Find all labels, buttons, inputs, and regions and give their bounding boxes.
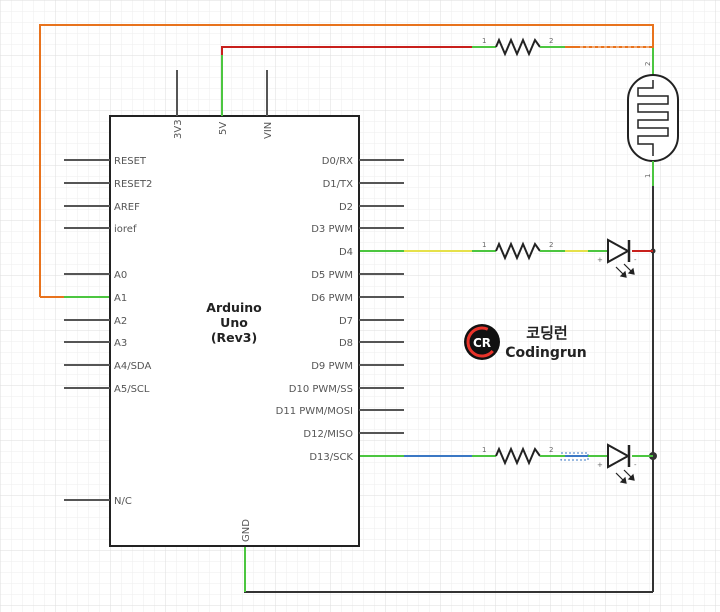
pin-label-d0: D0/RX [322,156,353,167]
led-1-cathode-label: - [634,256,637,264]
pin-label-d1: D1/TX [323,179,354,190]
resistor-r1[interactable]: 1 2 [472,37,565,57]
photoresistor[interactable]: 2 1 [627,48,679,186]
led-1-light-arrows [615,263,635,278]
pin-label-d6: D6 PWM [311,293,353,304]
pin-label-a4: A4/SDA [114,361,151,372]
pin-label-a1: A1 [114,293,127,304]
logo-name-ko: 코딩런 [526,324,567,342]
board-title-line2: Uno [220,315,248,330]
left-pins [64,159,110,501]
pin-label-reset: RESET [114,156,147,167]
pin-label-d8: D8 [339,338,353,349]
pin-label-d12: D12/MISO [303,429,353,440]
resistor-r3-pin2-label: 2 [549,446,553,454]
pin-label-3v3: 3V3 [173,119,184,139]
led-1-anode-label: + [597,256,603,264]
resistor-r1-pin1-label: 1 [482,37,486,45]
right-pins [359,159,404,434]
ldr-pin1-label: 1 [644,174,652,178]
led-2-light-arrows [615,469,635,484]
resistor-r1-pin2-label: 2 [549,37,553,45]
pin-label-vin: VIN [263,122,274,139]
led-2[interactable]: + - [588,443,653,484]
led-1[interactable]: + - [588,238,653,278]
pin-label-a0: A0 [114,270,127,281]
pin-label-d7: D7 [339,316,353,327]
pin-label-ioref: ioref [114,224,137,235]
resistor-r3[interactable]: 1 2 [472,446,565,466]
pin-label-d3: D3 PWM [311,224,353,235]
pin-label-d11: D11 PWM/MOSI [276,406,353,417]
pin-label-5v: 5V [218,122,229,135]
pin-label-gnd: GND [241,519,252,542]
pin-label-aref: AREF [114,202,140,213]
resistor-r2-pin1-label: 1 [482,241,486,249]
resistor-r2-pin2-label: 2 [549,241,553,249]
arduino-board[interactable] [109,115,360,547]
ldr-pin2-label: 2 [644,62,652,66]
led-2-anode-label: + [597,461,603,469]
led-2-cathode-label: - [634,461,637,469]
pin-label-d2: D2 [339,202,353,213]
board-title-line3: (Rev3) [211,330,257,345]
pin-label-d5: D5 PWM [311,270,353,281]
pin-label-d4: D4 [339,247,353,258]
pin-label-d10: D10 PWM/SS [289,384,353,395]
resistor-r2[interactable]: 1 2 [472,241,565,261]
codingrun-logo: CR 코딩런 Codingrun [464,324,587,361]
pin-label-a2: A2 [114,316,127,327]
logo-name-en: Codingrun [505,345,587,361]
pin-label-reset2: RESET2 [114,179,152,190]
pin-label-d13: D13/SCK [309,452,353,463]
pin-label-a3: A3 [114,338,127,349]
pin-label-d9: D9 PWM [311,361,353,372]
resistor-r3-pin1-label: 1 [482,446,486,454]
logo-badge-text: CR [473,336,491,350]
board-title-line1: Arduino [206,300,262,315]
wire-a1-ldr[interactable] [39,24,654,297]
pin-label-a5: A5/SCL [114,384,150,395]
pin-label-nc: N/C [114,496,132,507]
